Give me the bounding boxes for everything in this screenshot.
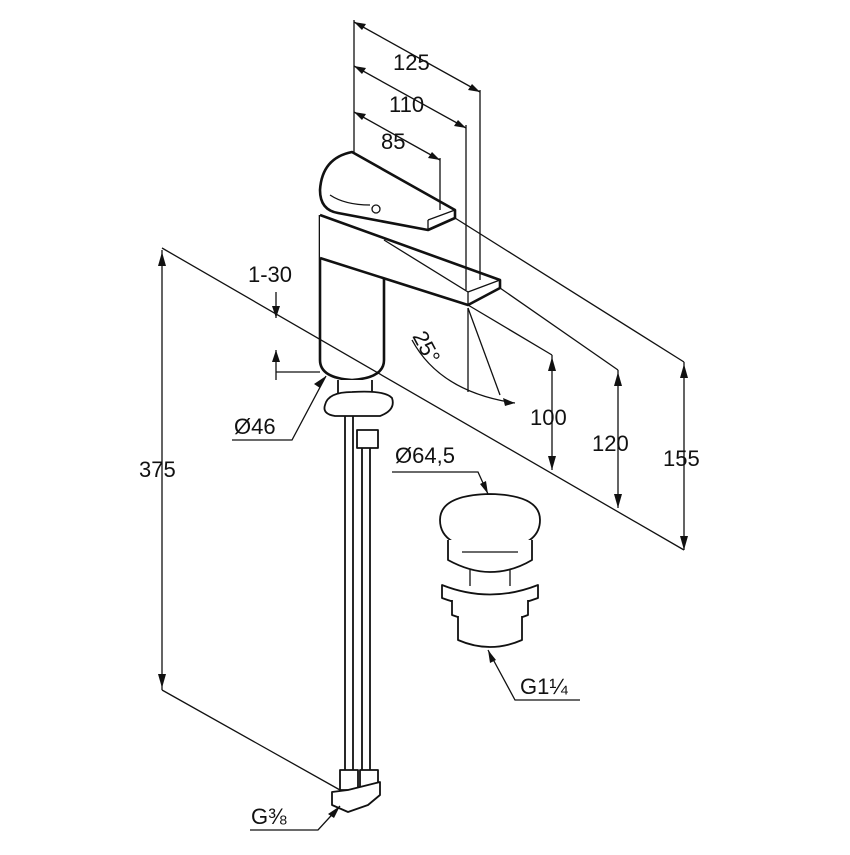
dim-waste-thread-label: G1¼ xyxy=(520,674,568,699)
dim-155-label: 155 xyxy=(663,446,700,471)
dim-375-label: 375 xyxy=(139,457,176,482)
faucet-body xyxy=(318,150,502,382)
pop-up-waste xyxy=(439,493,541,648)
dim-85-label: 85 xyxy=(381,129,405,154)
dim-100-label: 100 xyxy=(530,405,567,430)
dim-125-label: 125 xyxy=(393,50,430,75)
dim-angle-label: 25° xyxy=(408,327,446,368)
dim-hose-thread-label: G⅜ xyxy=(251,804,287,829)
dim-thickness-label: 1-30 xyxy=(248,262,292,287)
dim-waste-diameter-label: Ø64,5 xyxy=(395,443,455,468)
mounting-hardware xyxy=(323,380,394,813)
dim-hole-diameter-label: Ø46 xyxy=(234,414,276,439)
dim-110-label: 110 xyxy=(389,92,424,117)
dimension-lines xyxy=(158,20,688,831)
dim-120-label: 120 xyxy=(592,431,629,456)
